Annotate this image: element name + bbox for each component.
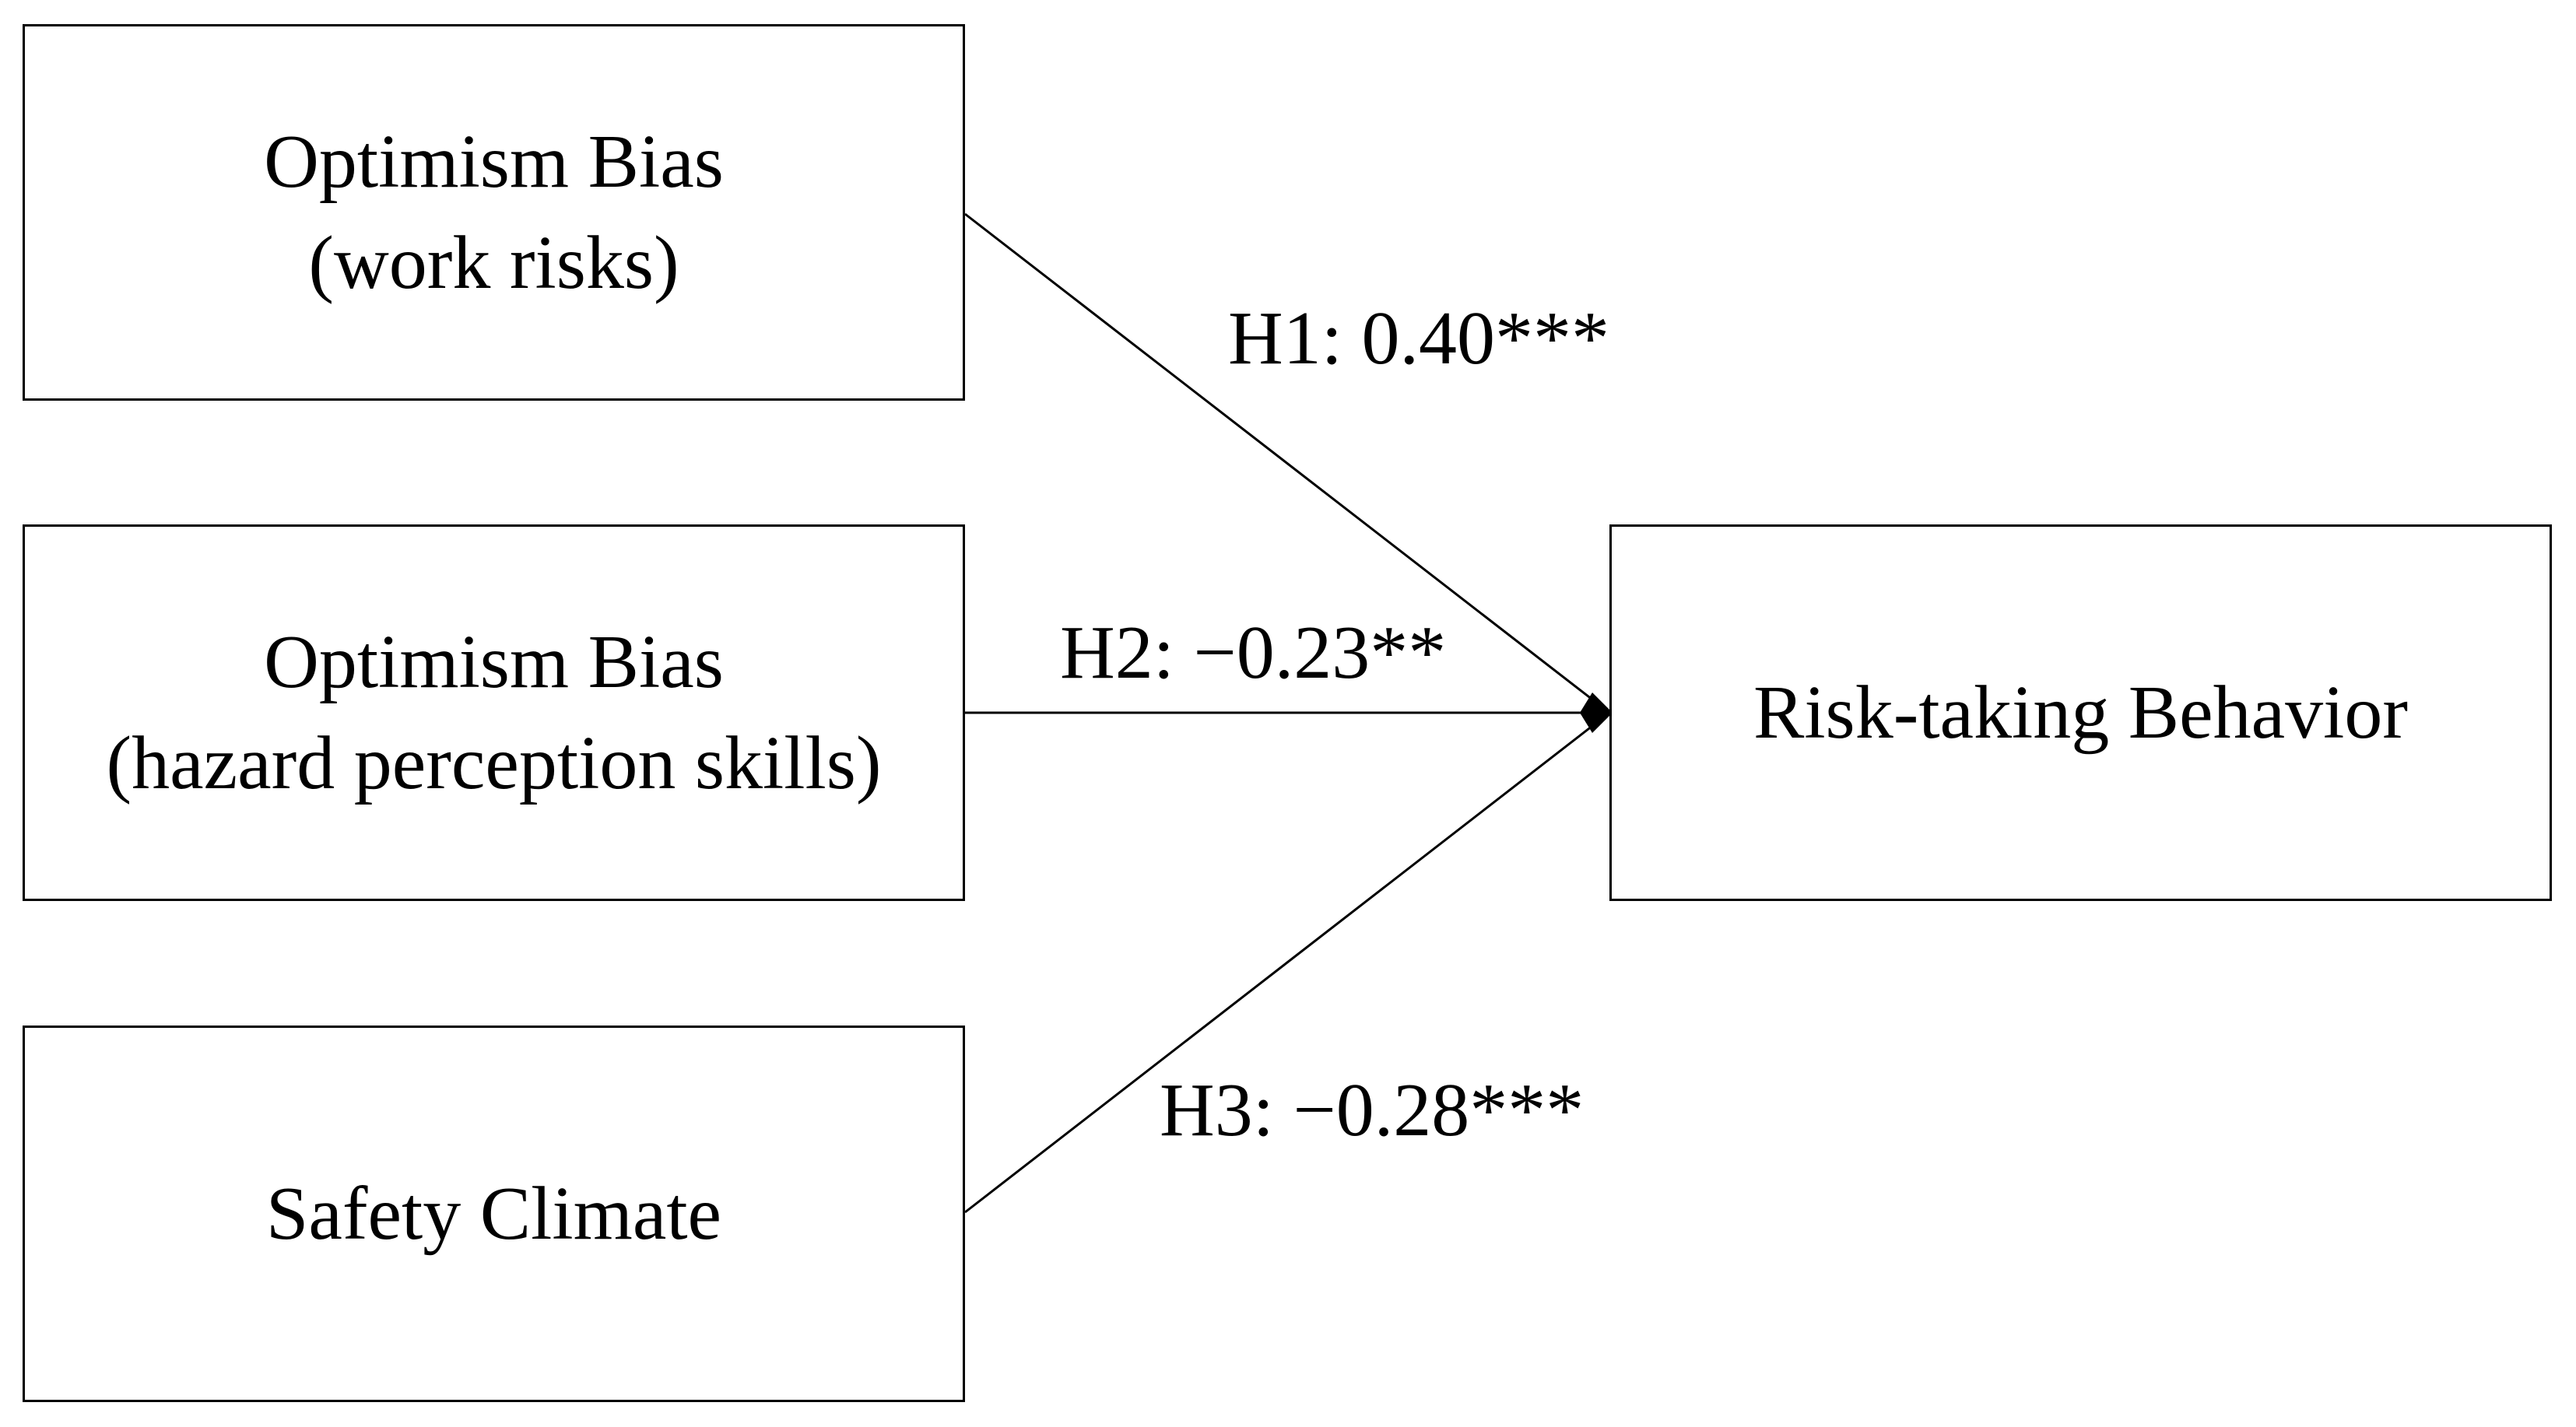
path-h2-label: H2: −0.23** — [1060, 611, 1447, 695]
node-optimism-bias-work-risks: Optimism Bias (work risks) — [23, 24, 965, 401]
node-label-line-1: Optimism Bias — [264, 620, 724, 704]
node-label-line-2: (work risks) — [308, 221, 679, 305]
node-label-line-1: Optimism Bias — [264, 120, 724, 204]
node-label-line-2: (hazard perception skills) — [106, 721, 882, 805]
node-label-line-1: Risk-taking Behavior — [1753, 671, 2409, 755]
path-h1-label: H1: 0.40*** — [1228, 296, 1609, 380]
path-h3-line — [964, 711, 1610, 1214]
node-optimism-bias-hazard-perception: Optimism Bias (hazard perception skills) — [23, 524, 965, 901]
node-risk-taking-behavior: Risk-taking Behavior — [1609, 524, 2552, 901]
node-safety-climate: Safety Climate — [23, 1026, 965, 1402]
path-h3-label: H3: −0.28*** — [1160, 1068, 1585, 1152]
path-h1-line — [964, 212, 1610, 714]
arrowhead-icon — [1580, 692, 1613, 733]
node-label-line-1: Safety Climate — [265, 1172, 722, 1256]
